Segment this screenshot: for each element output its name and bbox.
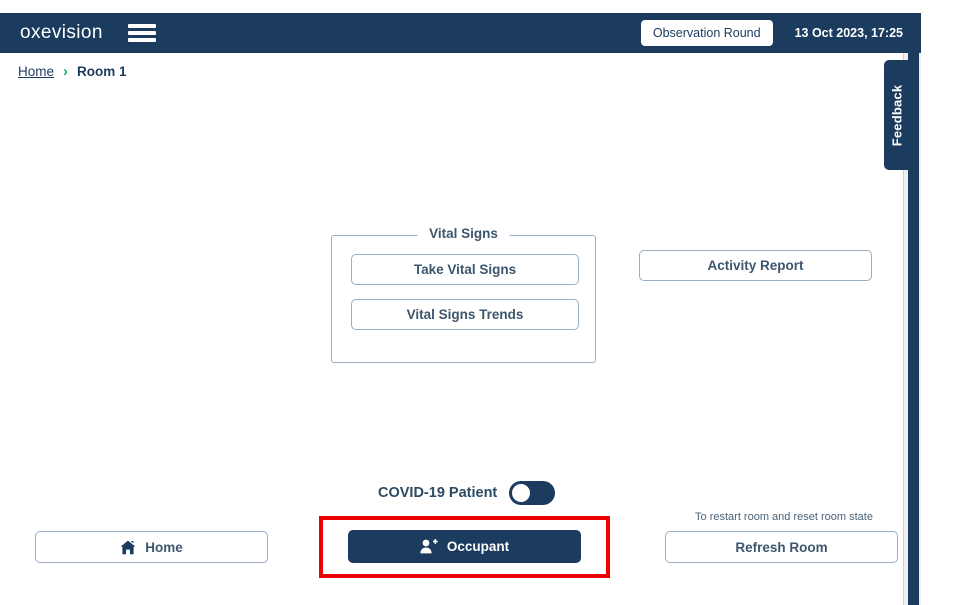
chevron-right-icon: › (63, 63, 69, 80)
take-vital-signs-button[interactable]: Take Vital Signs (351, 254, 579, 285)
hamburger-menu-icon[interactable] (127, 22, 156, 44)
feedback-tab[interactable]: Feedback (884, 60, 910, 170)
app-header: oxevision Observation Round 13 Oct 2023,… (0, 13, 921, 53)
user-plus-icon (420, 539, 438, 554)
vital-signs-trends-button[interactable]: Vital Signs Trends (351, 299, 579, 330)
hamburger-bar-3 (127, 38, 156, 42)
home-button-label: Home (145, 539, 183, 555)
refresh-room-helper-text: To restart room and reset room state (695, 511, 873, 523)
feedback-tab-label: Feedback (889, 84, 905, 146)
occupant-button-label: Occupant (446, 539, 510, 554)
vital-signs-group: Vital Signs Take Vital Signs Vital Signs… (331, 226, 596, 363)
top-white-strip (0, 0, 963, 13)
hamburger-bar-1 (127, 24, 156, 28)
header-right-group: Observation Round 13 Oct 2023, 17:25 (640, 20, 921, 46)
covid-patient-toggle[interactable] (509, 481, 556, 505)
breadcrumb: Home › Room 1 (18, 63, 127, 80)
covid-patient-row: COVID-19 Patient (378, 481, 556, 505)
brand-logo: oxevision (20, 22, 103, 43)
vertical-scrollbar-thumb[interactable] (908, 53, 919, 605)
breadcrumb-current-room: Room 1 (77, 64, 127, 79)
vital-signs-legend: Vital Signs (417, 226, 510, 241)
toggle-knob (512, 484, 531, 502)
occupant-button[interactable]: Occupant (348, 530, 581, 563)
refresh-room-button[interactable]: Refresh Room (665, 531, 898, 563)
covid-patient-label: COVID-19 Patient (378, 485, 498, 501)
header-timestamp: 13 Oct 2023, 17:25 (794, 26, 903, 40)
activity-report-button[interactable]: Activity Report (639, 250, 872, 281)
house-icon (120, 540, 136, 555)
hamburger-bar-2 (127, 31, 156, 35)
breadcrumb-link-home[interactable]: Home (18, 64, 55, 79)
home-button[interactable]: Home (35, 531, 268, 563)
observation-round-button[interactable]: Observation Round (640, 20, 773, 46)
